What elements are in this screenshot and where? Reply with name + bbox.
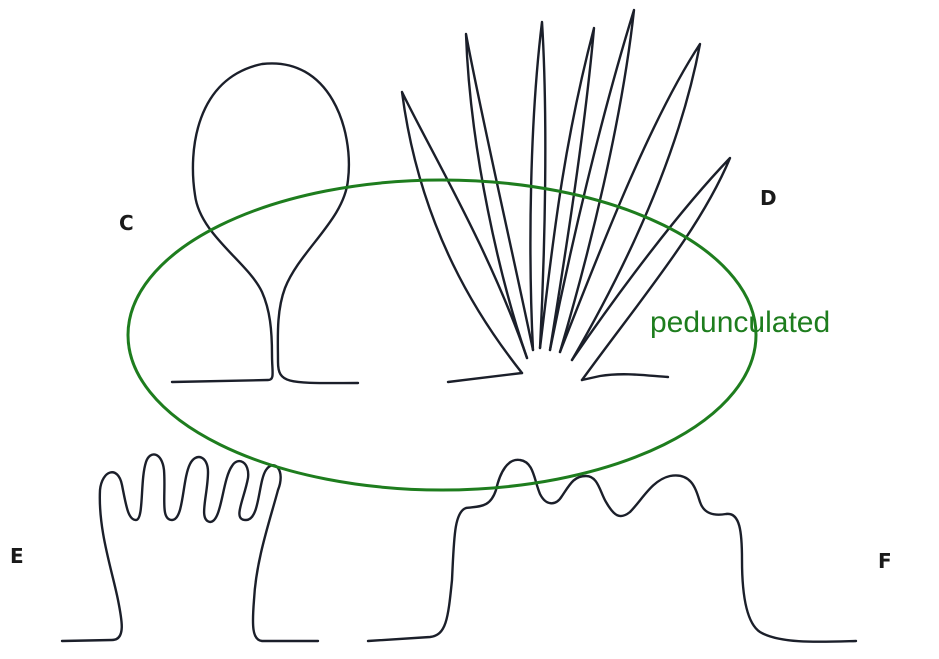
annotation-label: pedunculated <box>650 306 830 340</box>
panel-f-sessile-outline <box>368 460 856 642</box>
panel-c-polyp-outline <box>172 63 358 383</box>
panel-label-e: E <box>10 544 24 568</box>
panel-label-c: C <box>119 211 134 235</box>
panel-label-d: D <box>760 186 777 210</box>
panel-e-villous-outline <box>62 454 318 641</box>
panel-label-f: F <box>878 549 892 573</box>
